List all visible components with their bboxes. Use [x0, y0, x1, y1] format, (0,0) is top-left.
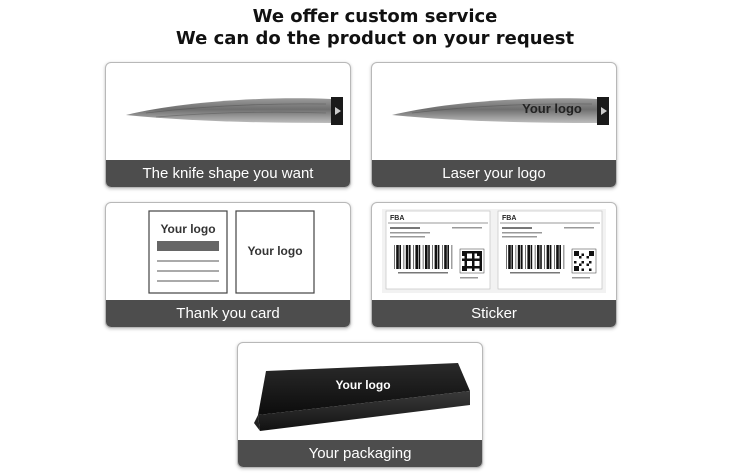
headline-line-2: We can do the product on your request [175, 28, 575, 49]
shipping-label: FBA [385, 210, 491, 290]
label-title-right: FBA [502, 215, 516, 222]
packaging-logo-text: Your logo [335, 378, 390, 392]
knife-with-logo-image: Your logo [392, 97, 609, 125]
card-thank-you: Your logo Your logo Thank you card [105, 202, 351, 328]
card-logo-left: Your logo [160, 222, 215, 236]
laser-logo-text: Your logo [522, 101, 582, 116]
card-caption: Sticker [372, 300, 616, 327]
card-logo-right: Your logo [247, 244, 302, 258]
card-caption: Thank you card [106, 300, 350, 327]
card-caption: Your packaging [238, 440, 482, 467]
shipping-label: FBA [497, 210, 603, 290]
card-knife-shape: The knife shape you want [105, 62, 351, 188]
card-caption: Laser your logo [372, 160, 616, 187]
card-sticker: FBA FBA Sticker [371, 202, 617, 328]
thank-you-card-image: Your logo Your logo [148, 210, 315, 294]
card-packaging: Your logo Your packaging [237, 342, 483, 468]
card-caption: The knife shape you want [106, 160, 350, 187]
label-title-left: FBA [390, 215, 404, 222]
headline-line-1: We offer custom service [252, 6, 498, 27]
packaging-box-image: Your logo [254, 363, 470, 431]
knife-image [126, 97, 343, 125]
card-laser-logo: Your logo Laser your logo [371, 62, 617, 188]
sticker-image: FBA FBA [382, 209, 606, 293]
